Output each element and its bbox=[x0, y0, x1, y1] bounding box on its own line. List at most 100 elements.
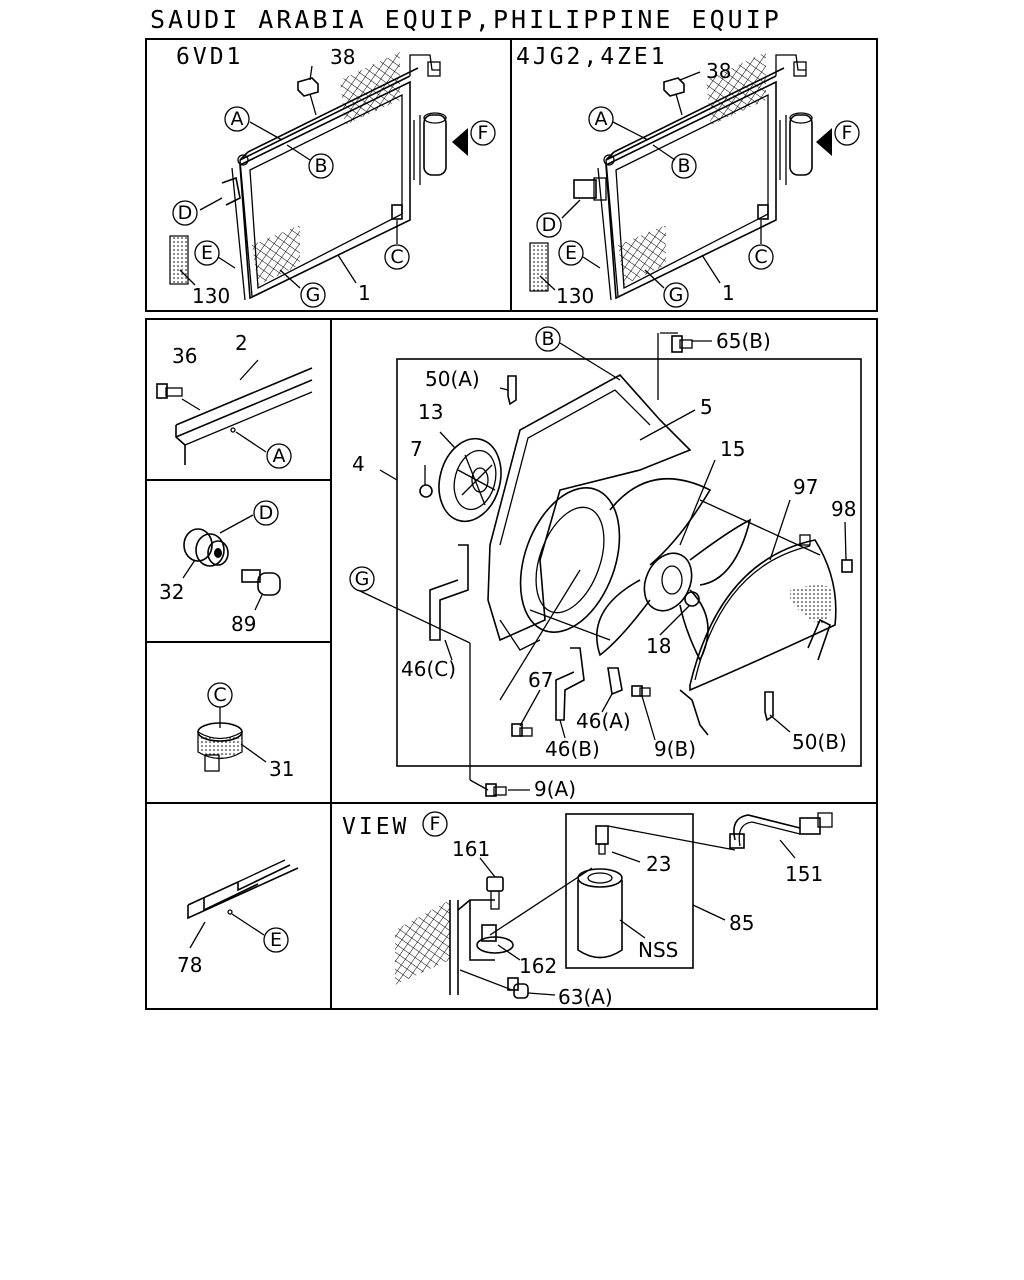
callout-f: F bbox=[478, 122, 489, 144]
bracket-d bbox=[573, 177, 607, 201]
callout-d: D bbox=[259, 502, 274, 524]
part-number-78: 78 bbox=[177, 953, 202, 977]
washer-18 bbox=[684, 591, 700, 607]
part-number-7: 7 bbox=[410, 437, 423, 461]
callout-d: D bbox=[178, 202, 193, 224]
part-number-46b: 46(B) bbox=[545, 737, 600, 761]
pad-130 bbox=[529, 242, 549, 292]
bracket-46b bbox=[555, 647, 585, 721]
callout-e: E bbox=[270, 929, 282, 951]
panel-header-6vd1: 6VD1 bbox=[176, 44, 243, 70]
part-number-38: 38 bbox=[330, 45, 355, 69]
screw-9a bbox=[485, 783, 507, 797]
part-number-36: 36 bbox=[172, 344, 197, 368]
mount-c bbox=[391, 204, 403, 220]
part-number-63a: 63(A) bbox=[558, 985, 613, 1009]
part-number-32: 32 bbox=[159, 580, 184, 604]
callout-b: B bbox=[541, 328, 554, 350]
page-title: SAUDI ARABIA EQUIP,PHILIPPINE EQUIP bbox=[150, 5, 782, 34]
screw-36 bbox=[156, 383, 183, 399]
view-f-title-letter: F bbox=[430, 813, 441, 835]
part-number-50a: 50(A) bbox=[425, 367, 480, 391]
bracket-50b bbox=[764, 691, 774, 722]
part-number-98: 98 bbox=[831, 497, 856, 521]
bolt-63a bbox=[507, 977, 529, 999]
label-nss: NSS bbox=[638, 938, 678, 962]
fan-assembly-boundary bbox=[396, 358, 862, 767]
part-number-50b: 50(B) bbox=[792, 730, 847, 754]
part-number-46c: 46(C) bbox=[401, 657, 456, 681]
bolt-161 bbox=[486, 876, 504, 910]
callout-c: C bbox=[213, 684, 226, 706]
part-number-46a: 46(A) bbox=[576, 709, 631, 733]
arrow-f-icon bbox=[452, 128, 468, 156]
callout-c: C bbox=[390, 246, 403, 268]
bracket-162 bbox=[476, 924, 514, 954]
callout-f: F bbox=[842, 122, 853, 144]
panel-header-4jg2: 4JG2,4ZE1 bbox=[516, 44, 668, 70]
callout-e: E bbox=[565, 242, 577, 264]
fan-guard-97 bbox=[679, 534, 837, 736]
part-number-161: 161 bbox=[452, 837, 490, 861]
callout-a: A bbox=[595, 108, 608, 130]
view-f-title: VIEW bbox=[342, 814, 409, 840]
callout-g: G bbox=[306, 284, 321, 306]
receiver-drier bbox=[779, 112, 813, 185]
bracket-46c bbox=[429, 544, 469, 641]
part-number-97: 97 bbox=[793, 475, 818, 499]
part-number-1: 1 bbox=[722, 281, 735, 305]
part-number-130: 130 bbox=[192, 284, 230, 308]
part-number-15: 15 bbox=[720, 437, 745, 461]
detail-d-panel: D 32 89 bbox=[159, 500, 281, 636]
condenser-core bbox=[597, 52, 807, 301]
receiver-drier-box-85 bbox=[565, 813, 694, 969]
screw-9b bbox=[631, 685, 651, 697]
fan-shroud-5 bbox=[487, 373, 692, 651]
part-number-31: 31 bbox=[269, 757, 294, 781]
mount-c bbox=[757, 204, 769, 220]
part-number-1: 1 bbox=[358, 281, 371, 305]
fan-blade-15 bbox=[596, 478, 752, 662]
fan-motor-13 bbox=[438, 437, 502, 523]
part-number-4: 4 bbox=[352, 452, 365, 476]
bracket-d bbox=[221, 176, 241, 206]
condenser-core bbox=[231, 52, 441, 301]
part-number-130: 130 bbox=[556, 284, 594, 308]
part-number-5: 5 bbox=[700, 395, 713, 419]
arrow-f-icon bbox=[816, 128, 832, 156]
view-f-panel: VIEW F bbox=[342, 811, 833, 1009]
insulator-31 bbox=[197, 722, 243, 772]
nut-7 bbox=[419, 484, 433, 498]
pad-130 bbox=[169, 235, 189, 285]
callout-d: D bbox=[542, 214, 557, 236]
grommet-32 bbox=[183, 528, 229, 567]
bracket-50a bbox=[507, 375, 517, 406]
receiver-drier-nss bbox=[577, 868, 623, 959]
part-number-13: 13 bbox=[418, 400, 443, 424]
part-number-9b: 9(B) bbox=[654, 737, 696, 761]
part-number-65b: 65(B) bbox=[716, 329, 771, 353]
callout-a: A bbox=[231, 108, 244, 130]
part-number-2: 2 bbox=[235, 331, 248, 355]
hose-151 bbox=[729, 812, 833, 849]
screw-67 bbox=[511, 723, 533, 737]
part-number-67: 67 bbox=[528, 668, 553, 692]
detail-c-panel: C 31 bbox=[197, 682, 294, 781]
part-number-18: 18 bbox=[646, 634, 671, 658]
detail-a-panel: 36 2 A bbox=[156, 331, 313, 469]
lower-panel-frame bbox=[145, 318, 878, 1010]
switch-23 bbox=[595, 825, 609, 855]
bolt-89 bbox=[241, 569, 281, 596]
clip-38 bbox=[663, 77, 685, 116]
callout-c: C bbox=[754, 246, 767, 268]
screw-65b bbox=[671, 335, 693, 353]
detail-e-panel: 78 E bbox=[177, 859, 299, 977]
receiver-drier bbox=[413, 112, 447, 185]
part-number-85: 85 bbox=[729, 911, 754, 935]
part-number-89: 89 bbox=[231, 612, 256, 636]
part-number-23: 23 bbox=[646, 852, 671, 876]
part-number-38: 38 bbox=[706, 59, 731, 83]
callout-b: B bbox=[314, 155, 327, 177]
clip-38 bbox=[297, 77, 319, 116]
